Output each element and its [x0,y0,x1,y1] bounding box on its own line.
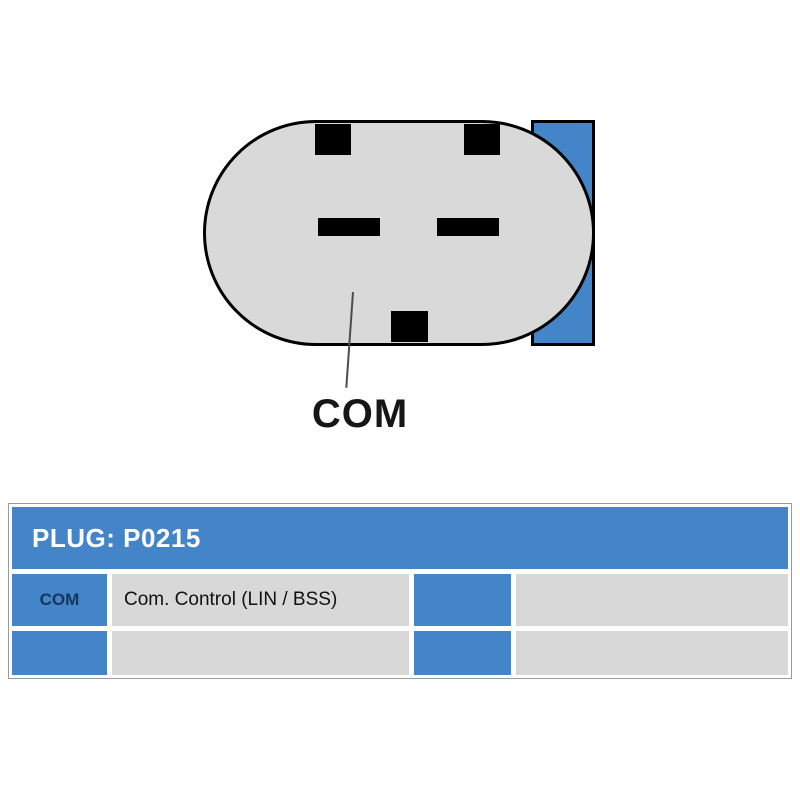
pin-name-cell-2 [414,574,511,626]
pin-name-cell-empty-2 [414,631,511,675]
connector-key-bottom [391,311,428,342]
connector-body [203,120,595,346]
pin-name-cell-empty [12,631,107,675]
pin-name-cell: COM [12,574,107,626]
table-title: PLUG: P0215 [12,507,788,569]
pin-description-cell: Com. Control (LIN / BSS) [112,574,409,626]
pin-description-cell-2 [516,574,788,626]
plug-pinout-table: PLUG: P0215 COM Com. Control (LIN / BSS) [8,503,792,679]
connector-pin-slot-left [318,218,380,236]
connector-key-top-left [315,124,351,155]
pin-description-cell-empty [112,631,409,675]
connector-key-top-right [464,124,500,155]
connector-pin-label: COM [311,392,409,436]
connector-pin-slot-right [437,218,499,236]
connector-diagram: COM [203,120,595,436]
pin-description-cell-empty-2 [516,631,788,675]
